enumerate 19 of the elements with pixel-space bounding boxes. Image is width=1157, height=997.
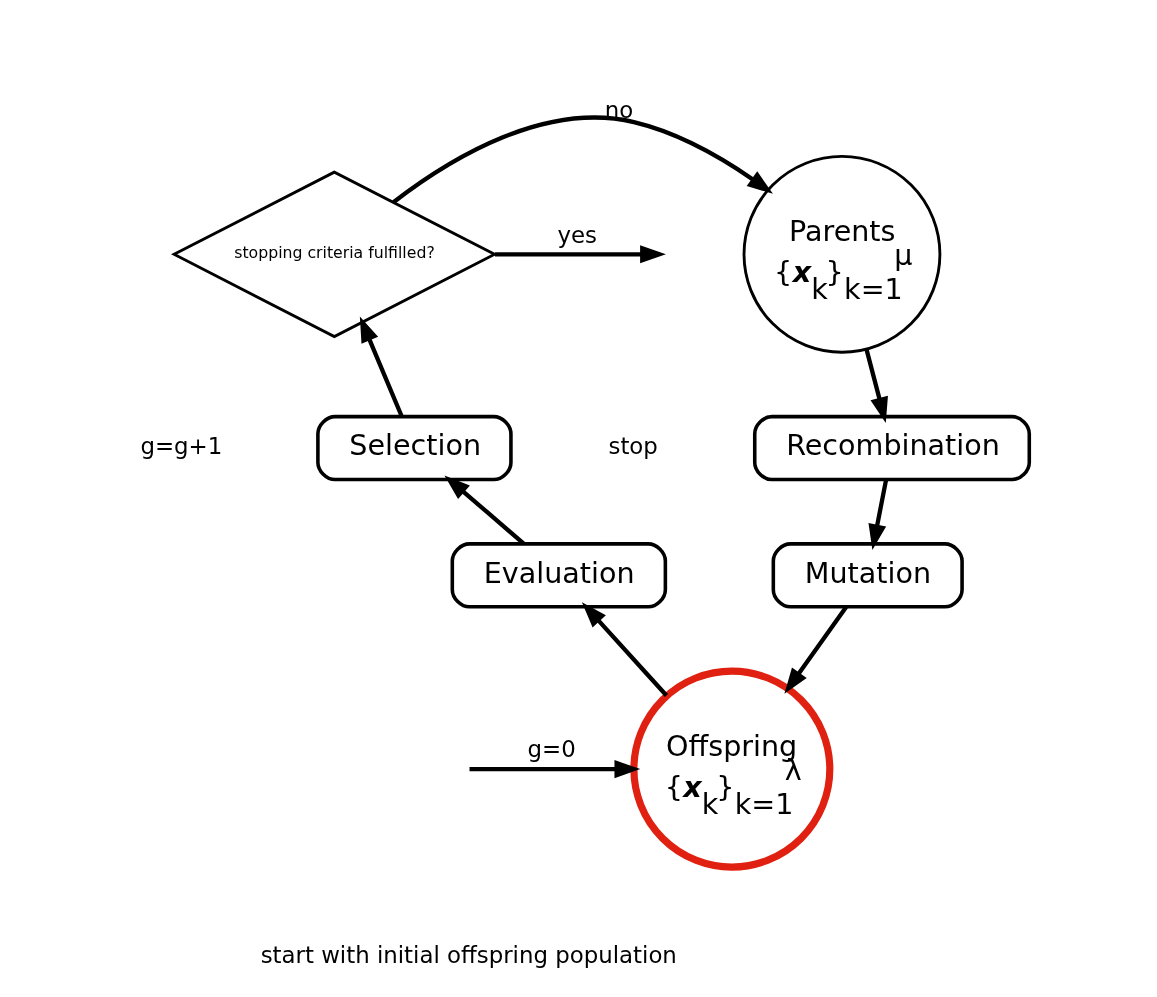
arrow <box>359 316 404 418</box>
label: start with initial offspring population <box>260 941 677 968</box>
node-box: Evaluation <box>450 542 668 609</box>
arrow <box>392 115 773 205</box>
edge-label: g=0 <box>527 736 576 763</box>
node-box: Mutation <box>771 542 964 609</box>
node-box: Recombination <box>752 414 1032 482</box>
label: g=g+1 <box>140 432 223 459</box>
arrow <box>494 245 666 264</box>
arrow <box>784 605 848 694</box>
arrow <box>864 349 888 423</box>
arrow <box>469 760 641 779</box>
node-diamond: stopping criteria fulfilled? <box>171 170 498 339</box>
edge-label: no <box>604 96 634 123</box>
label: stop <box>608 432 658 459</box>
arrow <box>581 602 669 697</box>
edge-label: yes <box>557 221 597 248</box>
arrow <box>868 479 889 551</box>
node-box: Selection <box>316 414 513 482</box>
